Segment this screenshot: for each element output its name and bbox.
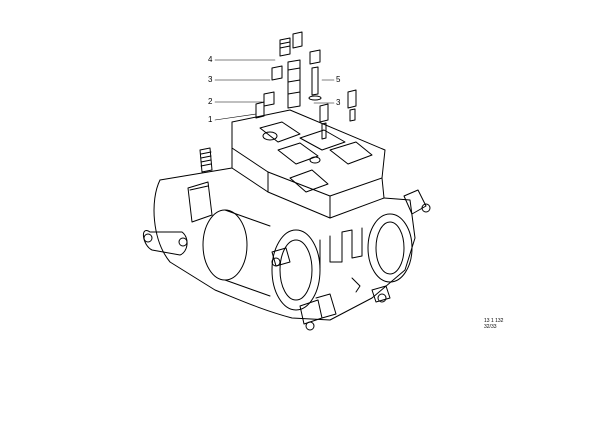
callout-4: 4 — [208, 55, 213, 64]
callout-2: 2 — [208, 97, 213, 106]
callout-3-left: 3 — [208, 75, 213, 84]
drawing-date: 32/33 — [484, 324, 497, 330]
callout-3-right: 3 — [336, 98, 341, 107]
drawing-reference: 13 1 132 32/33 — [484, 318, 503, 330]
drawing-code: 13 1 132 — [484, 318, 504, 324]
jet-assemblies — [255, 31, 357, 140]
callout-5: 5 — [336, 75, 341, 84]
leader-lines — [214, 59, 335, 121]
carburetor-body — [143, 109, 431, 331]
callout-1: 1 — [208, 115, 213, 124]
